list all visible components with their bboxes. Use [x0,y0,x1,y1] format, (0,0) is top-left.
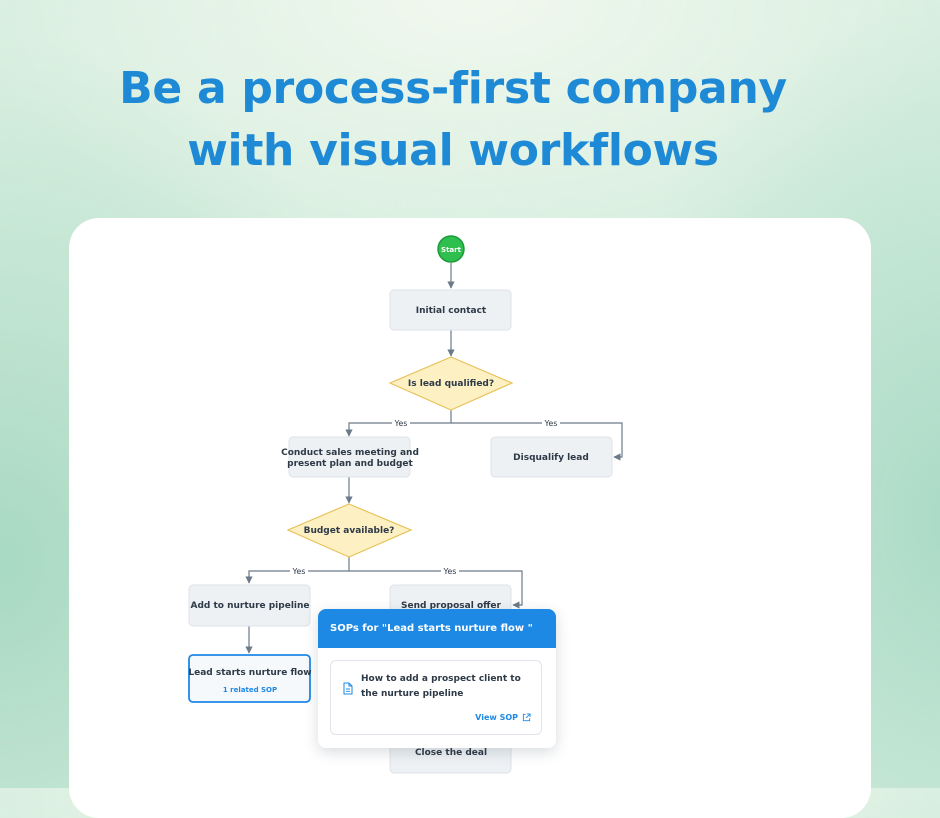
decision-label: Budget available? [304,526,395,536]
node-label: Initial contact [416,306,487,316]
sop-item[interactable]: How to add a prospect client to the nurt… [330,660,542,735]
node-sales-meeting[interactable]: Conduct sales meeting and present plan a… [281,436,419,478]
headline-line-1: Be a process-first company [119,63,787,114]
node-label: Send proposal offer [401,601,501,611]
document-icon [343,682,353,695]
node-lead-starts-nurture-flow[interactable]: Lead starts nurture flow 1 related SOP [188,654,312,703]
connector-budget-to-proposal [349,570,523,609]
sop-popover: SOPs for "Lead starts nurture flow " How… [318,609,556,748]
node-label: Add to nurture pipeline [191,601,310,611]
decision-label: Is lead qualified? [408,379,494,389]
start-label: Start [441,246,462,254]
view-sop-link[interactable]: View SOP [475,713,531,722]
node-label-line-1: Conduct sales meeting and [281,448,419,458]
decision-budget-available[interactable]: Budget available? [286,503,413,558]
connector-qualified-to-disqualify [451,422,623,461]
view-sop-label: View SOP [475,713,518,722]
start-node[interactable]: Start [437,235,465,263]
node-initial-contact[interactable]: Initial contact [389,289,512,331]
edge-label-yes: Yes [443,567,457,576]
sop-popover-title: SOPs for "Lead starts nurture flow " [318,609,556,648]
node-label: Disqualify lead [513,453,589,463]
external-link-icon [522,713,531,722]
related-sop-link[interactable]: 1 related SOP [223,686,277,694]
node-disqualify-lead[interactable]: Disqualify lead [490,436,613,478]
headline-line-2: with visual workflows [187,125,719,176]
edge-label-yes: Yes [292,567,306,576]
decision-lead-qualified[interactable]: Is lead qualified? [388,356,514,411]
edge-label-yes: Yes [544,419,558,428]
node-add-to-nurture-pipeline[interactable]: Add to nurture pipeline [188,584,311,627]
sop-item-title: How to add a prospect client to the nurt… [361,674,521,699]
headline: Be a process-first company with visual w… [0,58,906,182]
node-label: Close the deal [415,748,487,758]
edge-label-yes: Yes [394,419,408,428]
workflow-diagram: Yes Yes Yes Yes Start Initial contact Is… [188,235,623,774]
node-label: Lead starts nurture flow [188,668,311,678]
node-label-line-2: present plan and budget [287,459,413,469]
